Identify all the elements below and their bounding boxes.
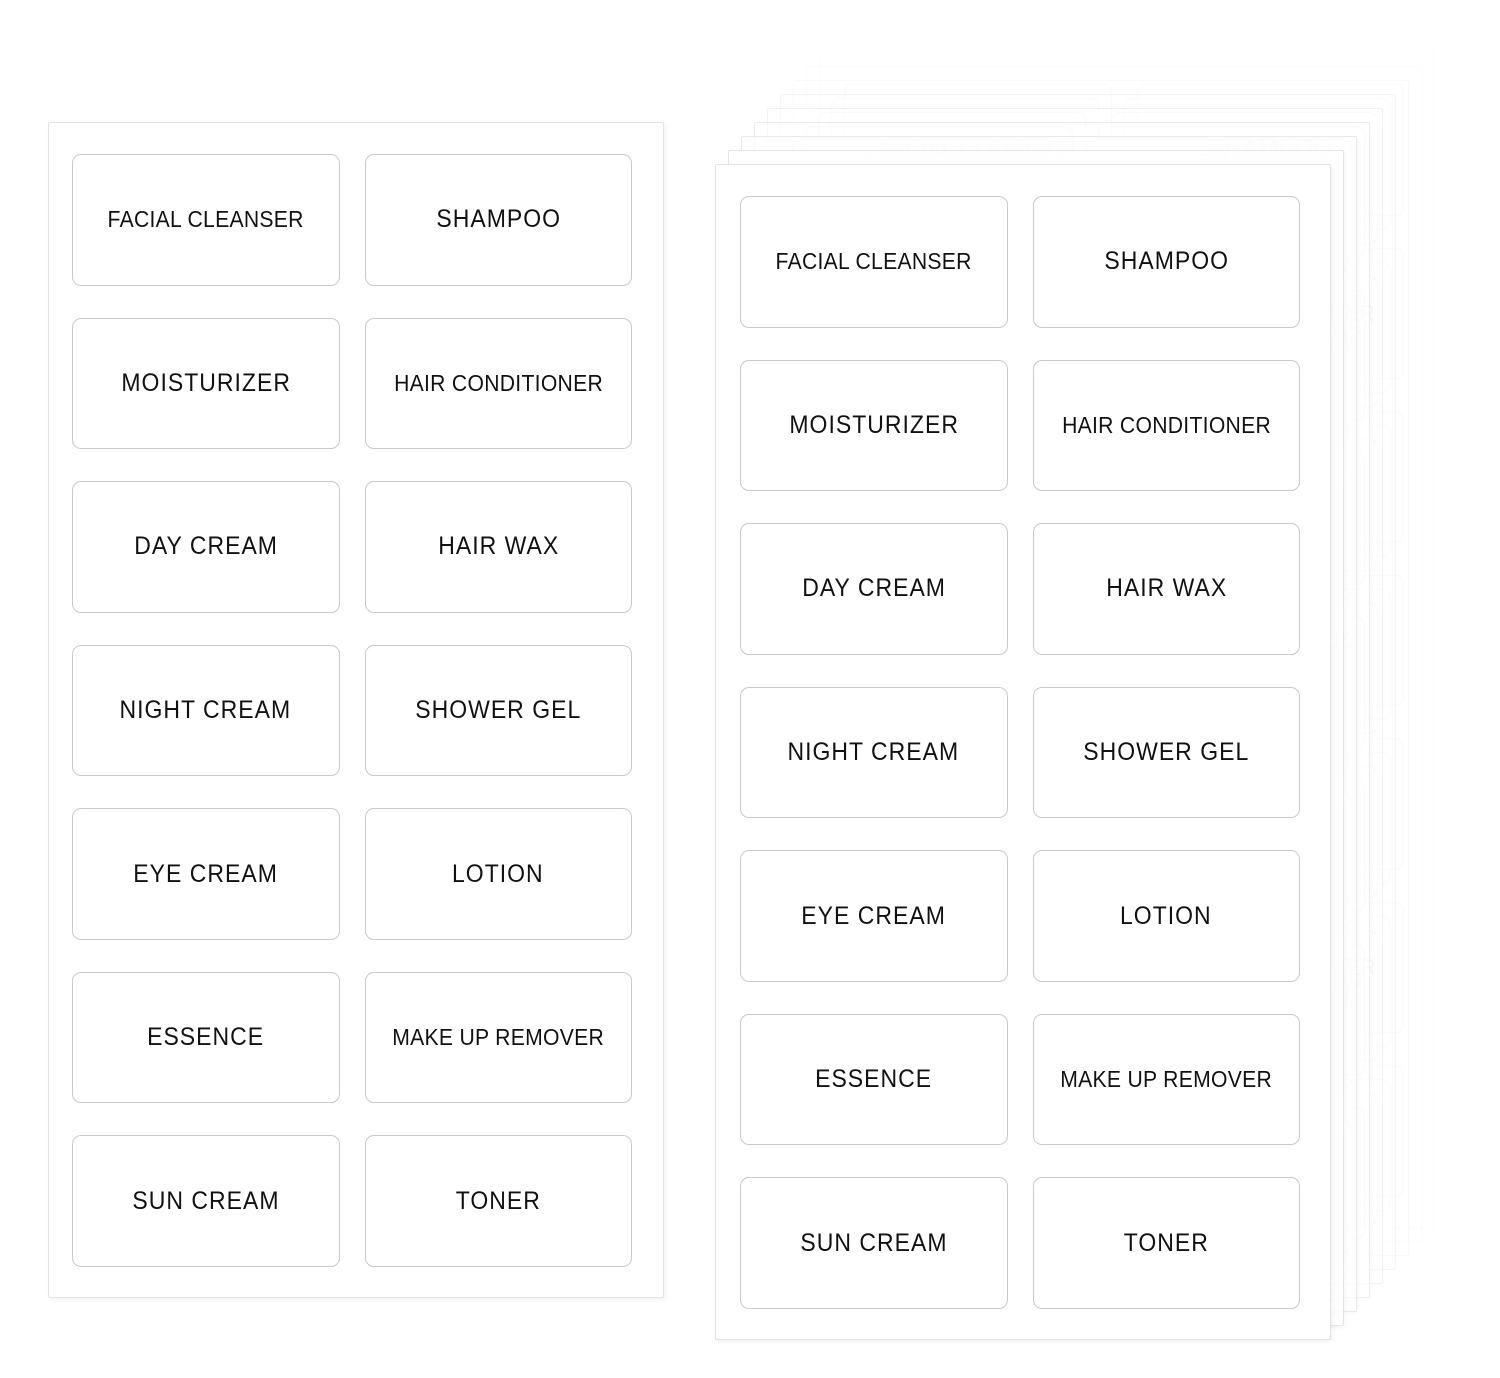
label-text: LOTION — [452, 859, 545, 888]
label-cell[interactable]: SUN CREAM — [72, 1135, 340, 1267]
label-cell[interactable]: SHAMPOO — [1032, 196, 1300, 328]
label-cell[interactable]: TONER — [364, 1135, 632, 1267]
label-sheet-front[interactable]: FACIAL CLEANSER SHAMPOO MOISTURIZER HAIR CO… — [48, 122, 664, 1298]
label-cell[interactable]: LOTION — [1032, 850, 1300, 982]
label-text: MAKE UP REMOVER — [1060, 1066, 1273, 1093]
label-cell[interactable]: TONER — [1032, 1177, 1300, 1309]
label-text: DAY CREAM — [801, 574, 946, 603]
label-cell[interactable]: MOISTURIZER — [740, 359, 1008, 492]
label-cell[interactable]: HAIR CONDITIONER — [1032, 359, 1300, 492]
label-text: MOISTURIZER — [120, 368, 291, 397]
label-cell[interactable]: DAY CREAM — [72, 481, 340, 613]
label-cell[interactable]: FACIAL CLEANSER — [740, 196, 1008, 328]
label-cell[interactable]: EYE CREAM — [740, 850, 1008, 982]
label-grid-stack: FACIAL CLEANSER SHAMPOO MOISTURIZER HAIR CO… — [716, 165, 1330, 1339]
label-text: FACIAL CLEANSER — [107, 206, 304, 233]
label-sheet-stack-item[interactable]: FACIAL CLEANSER SHAMPOO MOISTURIZER HAIR CO… — [715, 164, 1331, 1340]
label-text: DAY CREAM — [133, 532, 278, 561]
label-text: LOTION — [1120, 901, 1213, 930]
label-text: NIGHT CREAM — [119, 695, 292, 724]
label-cell[interactable]: FACIAL CLEANSER — [72, 154, 340, 286]
label-text: EYE CREAM — [801, 901, 947, 930]
label-text: TONER — [1123, 1228, 1209, 1257]
label-grid-front: FACIAL CLEANSER SHAMPOO MOISTURIZER HAIR CO… — [49, 123, 663, 1297]
label-cell[interactable]: SUN CREAM — [740, 1177, 1008, 1309]
label-cell[interactable]: HAIR CONDITIONER — [364, 317, 632, 450]
label-cell[interactable]: LOTION — [364, 808, 632, 940]
label-text: HAIR WAX — [1105, 574, 1227, 603]
label-cell[interactable]: NIGHT CREAM — [740, 686, 1008, 819]
label-text: ESSENCE — [815, 1065, 933, 1094]
label-cell[interactable]: DAY CREAM — [740, 523, 1008, 655]
label-cell[interactable]: SHOWER GEL — [1032, 686, 1300, 819]
label-cell[interactable]: ESSENCE — [740, 1013, 1008, 1146]
label-text: HAIR CONDITIONER — [1061, 411, 1271, 438]
label-text: SHAMPOO — [435, 205, 561, 234]
label-text: HAIR WAX — [437, 532, 559, 561]
label-text: EYE CREAM — [133, 859, 279, 888]
label-text: ESSENCE — [147, 1023, 265, 1052]
label-text: SHOWER GEL — [415, 695, 582, 724]
label-cell[interactable]: HAIR WAX — [1032, 523, 1300, 655]
label-text: SHAMPOO — [1103, 247, 1229, 276]
label-cell[interactable]: MAKE UP REMOVER — [364, 971, 632, 1104]
label-text: TONER — [455, 1186, 541, 1215]
label-text: SHOWER GEL — [1083, 737, 1250, 766]
label-text: SUN CREAM — [132, 1186, 280, 1215]
label-text: MOISTURIZER — [788, 410, 959, 439]
label-cell[interactable]: MOISTURIZER — [72, 317, 340, 450]
label-cell[interactable]: NIGHT CREAM — [72, 644, 340, 777]
label-text: NIGHT CREAM — [787, 737, 960, 766]
label-cell[interactable]: HAIR WAX — [364, 481, 632, 613]
label-text: HAIR CONDITIONER — [393, 369, 603, 396]
label-text: SUN CREAM — [800, 1228, 948, 1257]
label-cell[interactable]: SHOWER GEL — [364, 644, 632, 777]
label-cell[interactable]: ESSENCE — [72, 971, 340, 1104]
label-cell[interactable]: SHAMPOO — [364, 154, 632, 286]
label-text: MAKE UP REMOVER — [392, 1024, 605, 1051]
label-text: FACIAL CLEANSER — [775, 248, 972, 275]
label-cell[interactable]: EYE CREAM — [72, 808, 340, 940]
label-cell[interactable]: MAKE UP REMOVER — [1032, 1013, 1300, 1146]
